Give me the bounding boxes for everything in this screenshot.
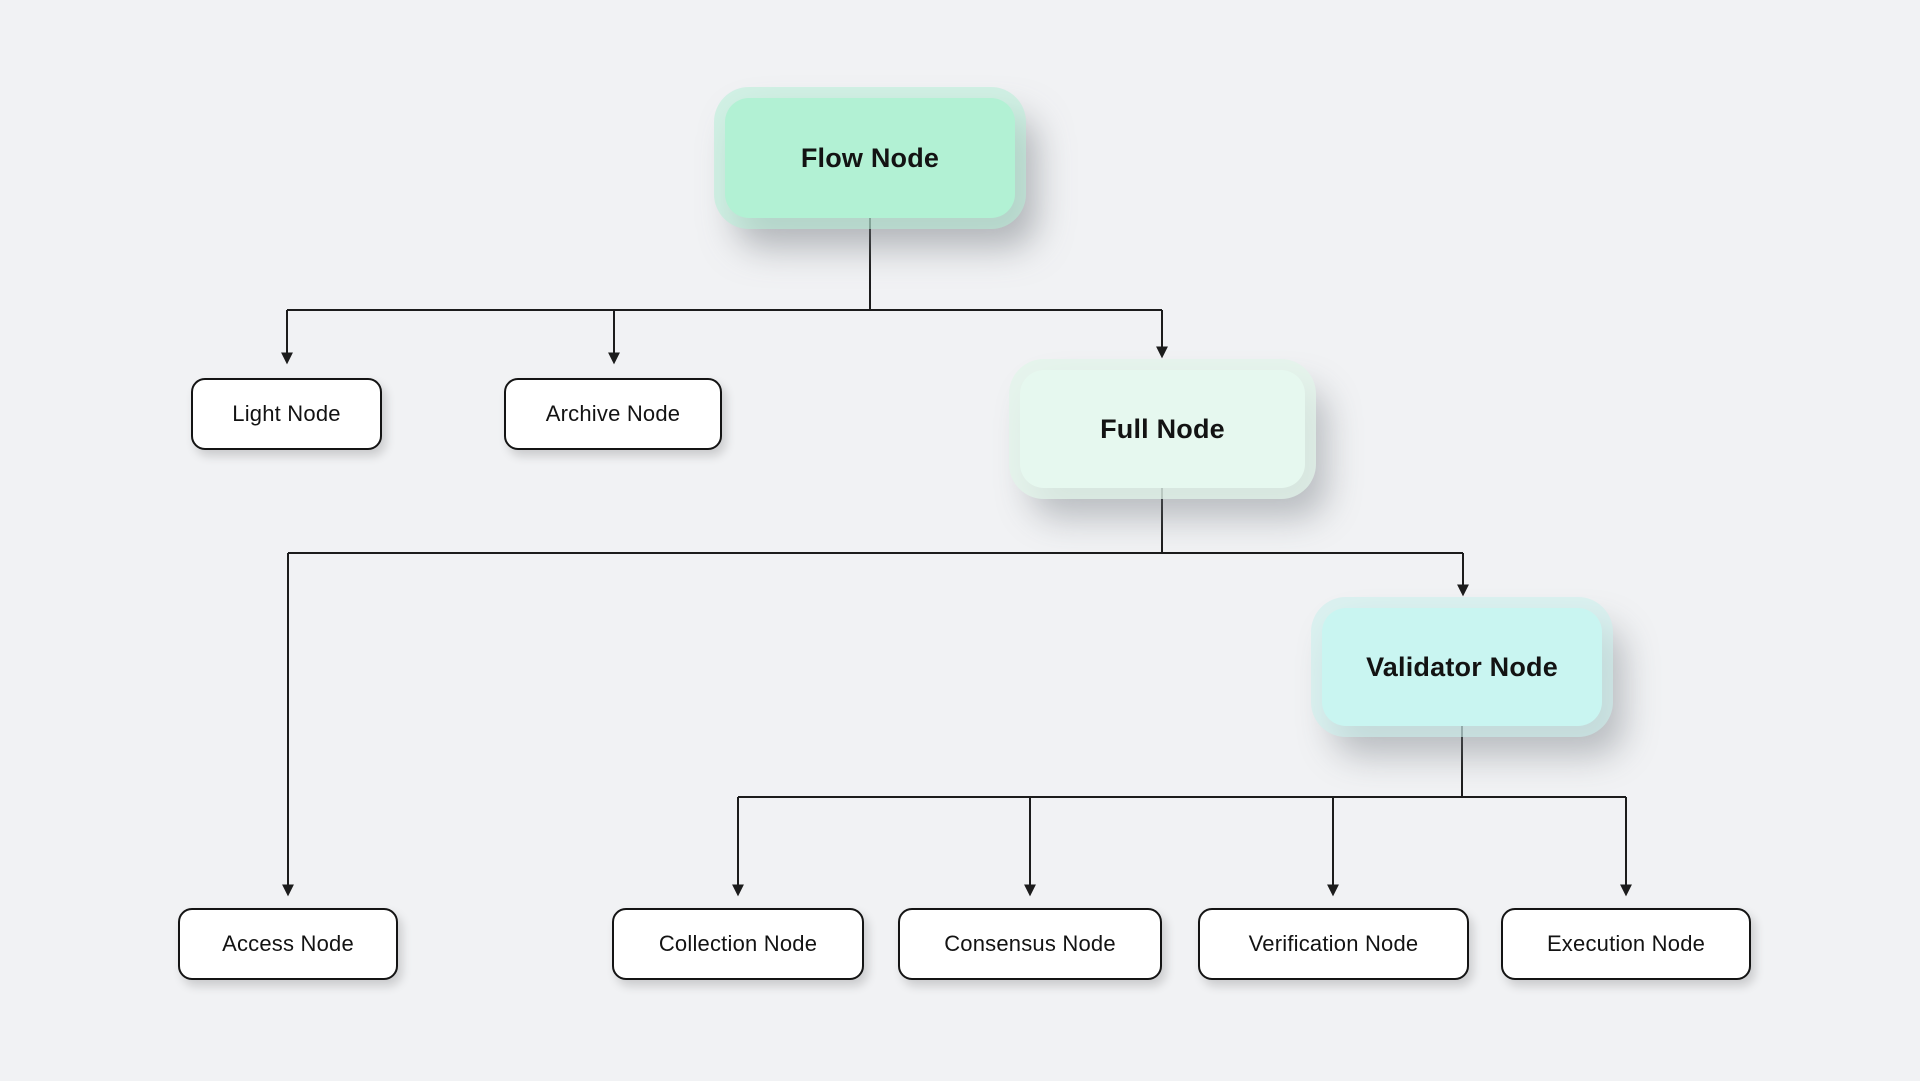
node-validator: Validator Node xyxy=(1322,608,1602,726)
node-execution: Execution Node xyxy=(1501,908,1751,980)
node-flow-label: Flow Node xyxy=(800,142,940,173)
node-verification: Verification Node xyxy=(1198,908,1469,980)
node-collection: Collection Node xyxy=(612,908,864,980)
node-archive: Archive Node xyxy=(504,378,722,450)
node-consensus: Consensus Node xyxy=(898,908,1162,980)
node-light-label: Light Node xyxy=(232,401,341,426)
node-consensus-label: Consensus Node xyxy=(944,931,1116,956)
node-light: Light Node xyxy=(191,378,382,450)
node-execution-label: Execution Node xyxy=(1546,931,1706,956)
node-collection-label: Collection Node xyxy=(658,931,818,956)
node-flow: Flow Node xyxy=(725,98,1015,218)
node-verification-label: Verification Node xyxy=(1248,931,1419,956)
node-full: Full Node xyxy=(1020,370,1305,488)
node-full-label: Full Node xyxy=(1100,413,1225,444)
node-access: Access Node xyxy=(178,908,398,980)
node-access-label: Access Node xyxy=(222,931,354,956)
node-archive-label: Archive Node xyxy=(545,401,681,426)
node-validator-label: Validator Node xyxy=(1366,651,1558,682)
